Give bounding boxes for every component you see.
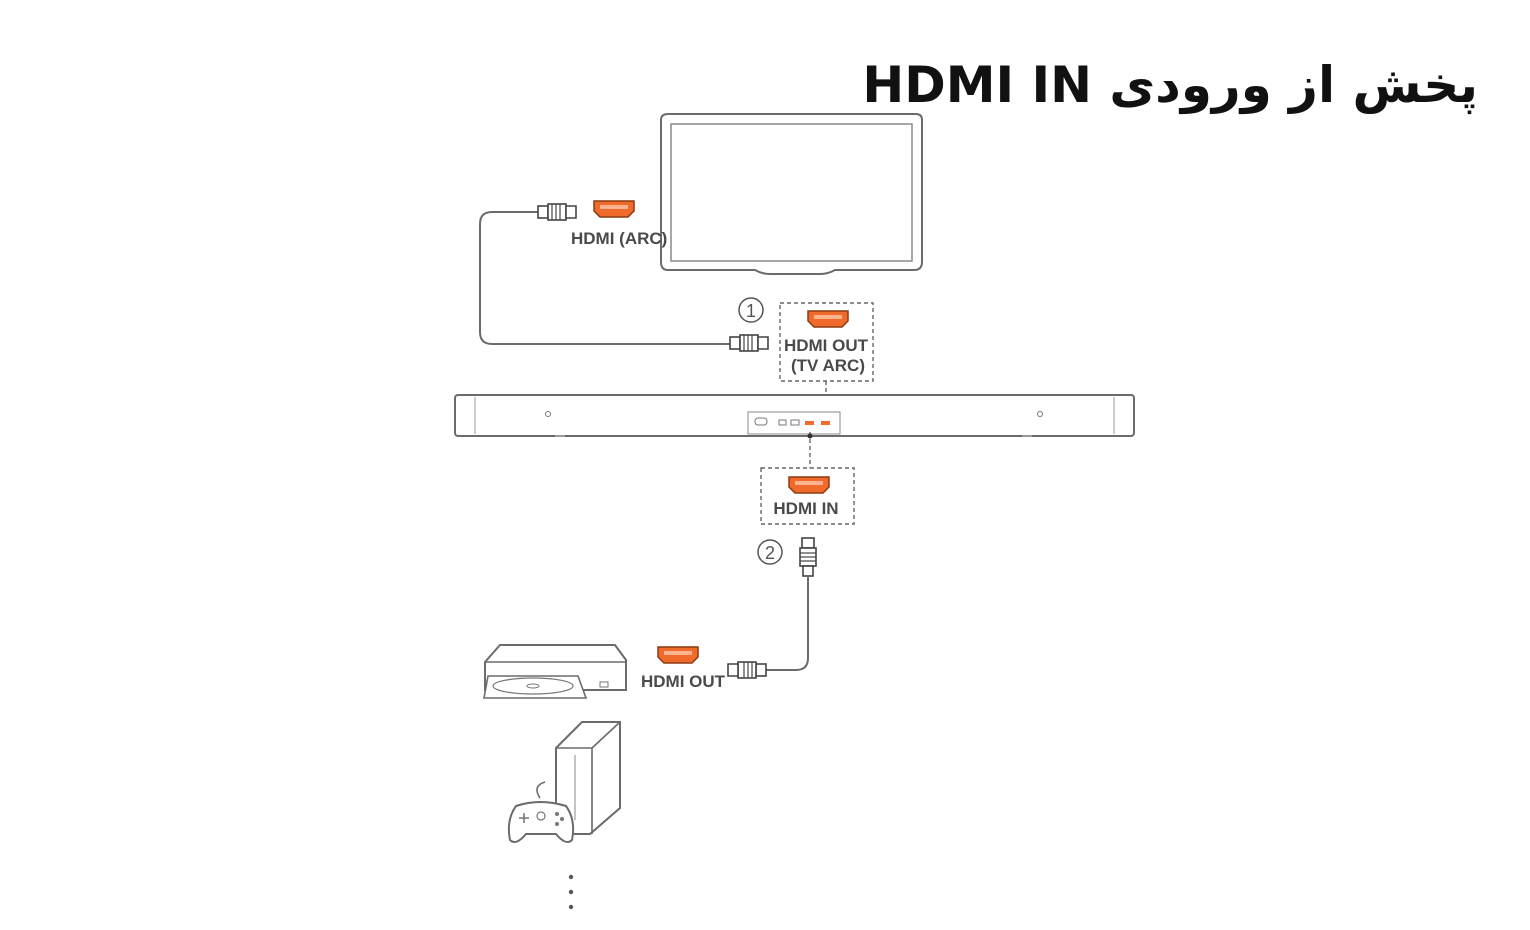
bluray-player-icon: [483, 644, 627, 699]
hdmi-port-icon: [657, 646, 699, 664]
step-1-marker: [738, 297, 764, 323]
step-1-number: 1: [746, 301, 756, 321]
tv-icon: [660, 113, 923, 275]
hdmi-in-box: [760, 467, 855, 525]
hdmi-port-icon: [593, 200, 635, 218]
hdmi-cable-2: [766, 576, 809, 671]
step-2-number: 2: [765, 543, 775, 563]
soundbar-in-label: HDMI IN: [773, 499, 838, 518]
hdmi-port-icon: [788, 476, 830, 494]
hdmi-plug-icon: [729, 334, 769, 352]
hdmi-plug-icon: [799, 537, 817, 577]
game-console-icon: [555, 721, 621, 835]
step-2-marker: [757, 539, 783, 565]
page-title: پخش از ورودی HDMI IN: [862, 56, 1478, 114]
hdmi-port-icon: [807, 310, 849, 328]
tv-port-label: HDMI (ARC): [571, 229, 667, 248]
hdmi-plug-icon: [537, 203, 577, 221]
gamepad-icon: [507, 781, 575, 843]
hdmi-cable-1: [479, 211, 732, 345]
soundbar-icon: [454, 394, 1135, 437]
soundbar-out-label-1: HDMI OUT: [784, 336, 869, 355]
soundbar-out-label-2: (TV ARC): [791, 356, 865, 375]
player-out-label: HDMI OUT: [641, 672, 726, 691]
hdmi-plug-icon: [727, 661, 767, 679]
ellipsis-icon: [568, 874, 574, 910]
